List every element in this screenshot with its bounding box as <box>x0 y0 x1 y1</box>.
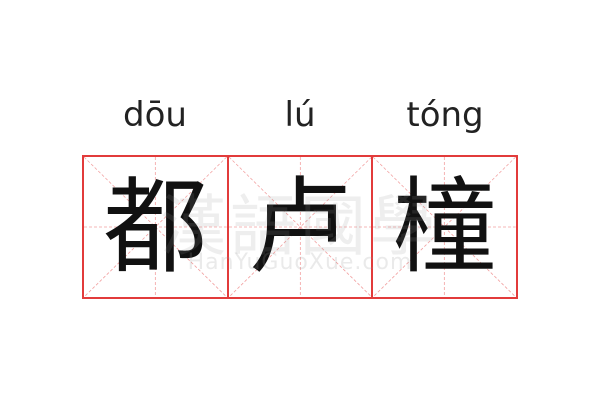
cell-guide-lines <box>373 157 516 297</box>
pinyin-2: lú <box>284 95 316 135</box>
pinyin-3: tóng <box>406 95 484 135</box>
character-cell-2: 卢 <box>226 157 372 297</box>
character-3: 橦 <box>392 166 497 288</box>
pinyin-row: dōu lú tóng <box>0 90 600 140</box>
character-cell-3: 橦 <box>371 157 516 297</box>
character-cell-1: 都 <box>84 157 227 297</box>
character-grid: 都 卢 橦 <box>82 155 518 299</box>
cell-guide-lines <box>229 157 372 297</box>
cell-guide-lines <box>84 157 227 297</box>
character-2: 卢 <box>248 166 353 288</box>
character-1: 都 <box>103 166 208 288</box>
pinyin-1: dōu <box>123 95 187 135</box>
